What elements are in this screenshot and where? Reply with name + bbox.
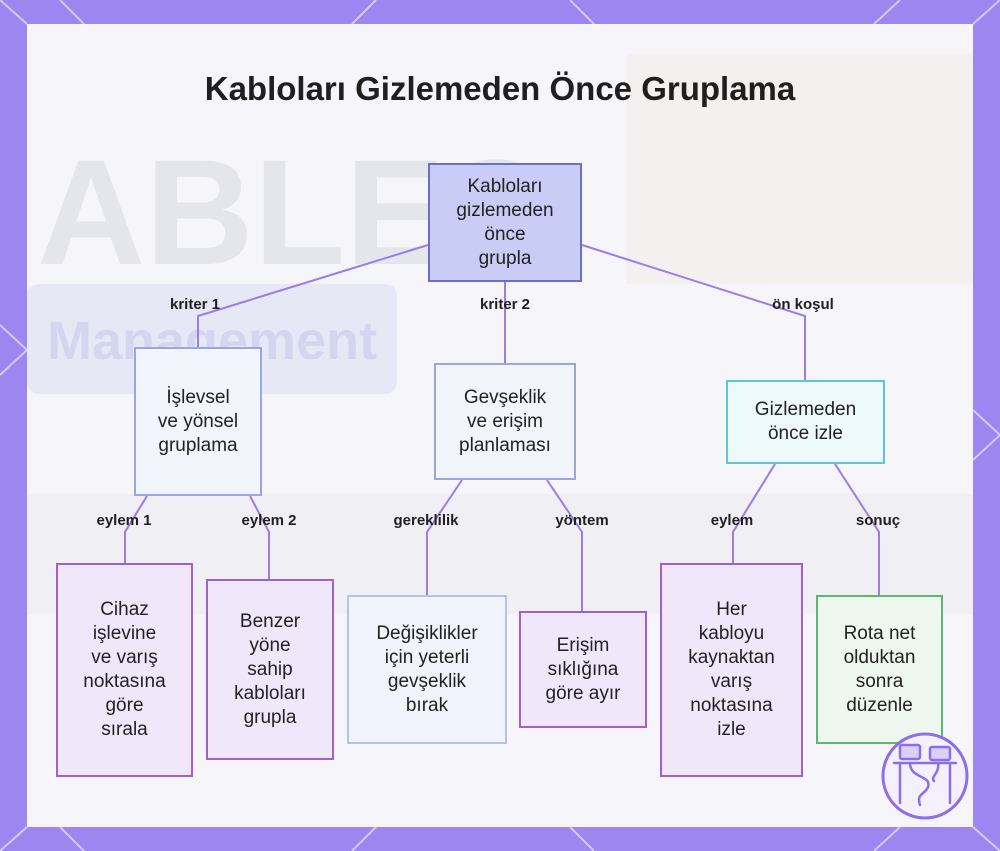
node-leave-slack: Değişiklikler için yeterli gevşeklik bır…: [347, 595, 507, 744]
label-action-1: eylem 1: [96, 512, 152, 529]
diagram-title: Kabloları Gizlemeden Önce Gruplama: [204, 70, 796, 107]
node-trace: Gizlemeden önce izle: [726, 380, 885, 464]
edge-functional-sort: [124, 495, 148, 563]
diagram-panel: ABLES Management Kabloları Gizlemeden Ön…: [27, 24, 973, 827]
edge-trace-tidy: [834, 463, 880, 595]
label-result: sonuç: [855, 512, 901, 529]
node-same-direction: Benzer yöne sahip kabloları grupla: [206, 579, 334, 760]
label-action-2: eylem 2: [241, 512, 297, 529]
edge-root-functional: [197, 244, 429, 347]
node-sort-device: Cihaz işlevine ve varış noktasına göre s…: [56, 563, 193, 777]
node-trace-each: Her kabloyu kaynaktan varış noktasına iz…: [660, 563, 803, 777]
label-method: yöntem: [555, 512, 609, 529]
label-criterion-2: kriter 2: [479, 296, 531, 313]
node-separate-access: Erişim sıklığına göre ayır: [519, 611, 647, 728]
node-tidy-route: Rota net olduktan sonra düzenle: [816, 595, 943, 744]
node-root: Kabloları gizlemeden önce grupla: [428, 163, 582, 282]
workstation-logo-icon: [881, 732, 969, 820]
label-action: eylem: [710, 512, 754, 529]
label-prerequisite: ön koşul: [772, 296, 834, 313]
label-requirement: gereklilik: [393, 512, 459, 529]
diagram-edges: [124, 244, 880, 611]
node-functional: İşlevsel ve yönsel gruplama: [134, 347, 262, 496]
edge-slack-leave: [426, 479, 463, 595]
edge-root-trace: [581, 244, 806, 380]
edge-trace-each: [732, 463, 776, 563]
edge-functional-group: [249, 495, 270, 579]
label-criterion-1: kriter 1: [169, 296, 221, 313]
edge-slack-separate: [546, 479, 583, 611]
node-slack: Gevşeklik ve erişim planlaması: [434, 363, 576, 480]
